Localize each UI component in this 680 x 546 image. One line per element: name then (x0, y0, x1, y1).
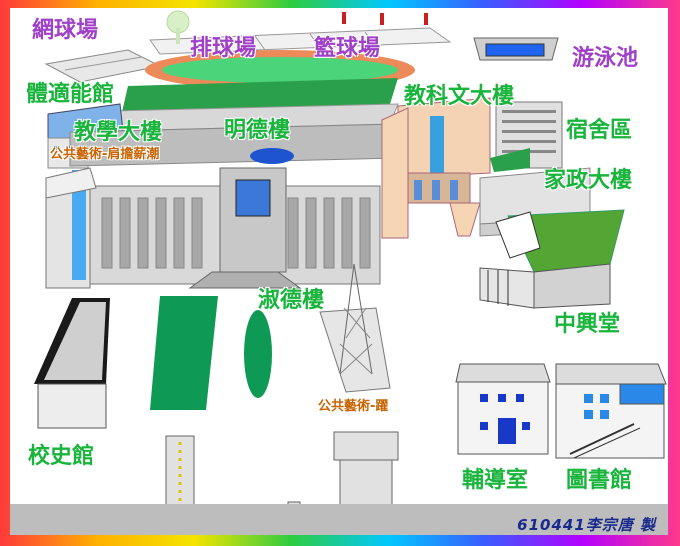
volleyball-court-label[interactable]: 排球場 (190, 36, 257, 61)
swimming-pool-label[interactable]: 游泳池 (572, 46, 639, 71)
science-building-label[interactable]: 教科文大樓 (404, 84, 515, 109)
bottom-road (10, 504, 668, 535)
swimming-pool (473, 37, 559, 61)
campus-map: 網球場 排球場 籃球場 游泳池 體適能館 教科文大樓 教學大樓 明德樓 宿舍區 … (10, 8, 668, 535)
basketball-court-label[interactable]: 籃球場 (314, 36, 381, 61)
library-label[interactable]: 圖書館 (566, 468, 633, 493)
public-art-label-2[interactable]: 公共藝術-躍 (318, 399, 389, 414)
history-hall (34, 298, 110, 429)
zhongxing-hall (479, 209, 625, 309)
history-hall-label[interactable]: 校史館 (28, 444, 95, 469)
green-roof-band (69, 78, 399, 133)
tree (166, 10, 190, 44)
teaching-building-label[interactable]: 教學大樓 (74, 120, 163, 145)
zhongxing-hall-label[interactable]: 中興堂 (554, 312, 621, 337)
dormitory-label[interactable]: 宿舍區 (566, 118, 633, 143)
oval-lawn (244, 310, 272, 398)
court-grid (149, 12, 452, 55)
science-building (381, 97, 491, 239)
tennis-court-label[interactable]: 網球場 (32, 18, 99, 43)
dormitory (490, 101, 563, 172)
tennis-court-area (44, 49, 162, 83)
school-gate (165, 431, 399, 535)
shude-building (45, 167, 381, 289)
author-credit: 610441李宗唐 製 (517, 516, 656, 534)
shude-building-label[interactable]: 淑德樓 (258, 288, 325, 313)
campus-map-drawing (10, 10, 668, 535)
counseling-room-label[interactable]: 輔導室 (462, 468, 529, 493)
home-economics-label[interactable]: 家政大樓 (544, 168, 633, 193)
public-art-label-1[interactable]: 公共藝術-肩擔薪潮 (50, 147, 160, 162)
mingde-building-label[interactable]: 明德樓 (224, 118, 291, 143)
gym-label[interactable]: 體適能館 (26, 82, 115, 107)
counseling-building (455, 363, 551, 455)
library-building (555, 363, 667, 459)
art-tower (319, 263, 391, 393)
field-green (150, 296, 218, 410)
